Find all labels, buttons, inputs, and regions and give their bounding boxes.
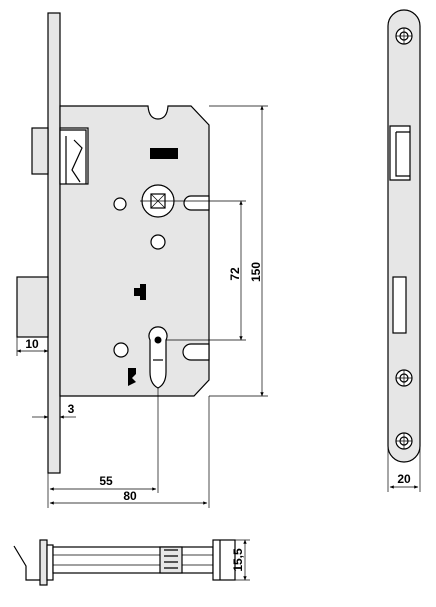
- slot-right-upper: [183, 195, 210, 211]
- small-cutout: [134, 284, 146, 300]
- hole-middle: [150, 234, 166, 250]
- front-view: [16, 12, 210, 474]
- screw-hole-top: [395, 27, 413, 45]
- bolt-opening: [392, 276, 407, 334]
- end-view: [13, 539, 236, 586]
- lock-case: [59, 105, 210, 397]
- front-faceplate: [47, 12, 61, 474]
- dim-55: 55: [99, 474, 113, 488]
- dim-20-group: 20: [387, 446, 421, 492]
- dim-20: 20: [397, 472, 411, 486]
- slot-right-lower: [182, 343, 210, 361]
- dim-15-5-group: 15,5: [231, 539, 250, 581]
- cylinder-hole: [148, 326, 168, 389]
- dim-80: 80: [123, 489, 137, 503]
- dim-150: 150: [249, 262, 263, 282]
- dead-bolt: [16, 276, 49, 338]
- dim-72: 72: [228, 267, 242, 281]
- latch-opening: [389, 125, 411, 181]
- side-view-faceplate: [387, 9, 421, 463]
- dim-10: 10: [25, 337, 39, 351]
- dim-3: 3: [68, 402, 75, 416]
- follower-hub: [140, 184, 176, 218]
- screw-hole-bottom: [395, 432, 413, 450]
- top-slot: [150, 148, 178, 159]
- screw-hole-middle: [395, 369, 413, 387]
- dim-15-5: 15,5: [231, 548, 245, 572]
- hole-left-lower: [113, 342, 129, 358]
- latch-bolt: [31, 127, 89, 185]
- small-lever: [128, 368, 136, 386]
- dimension-lines: 150 72 10 3 55 80: [16, 105, 268, 508]
- hole-left-upper: [113, 197, 127, 211]
